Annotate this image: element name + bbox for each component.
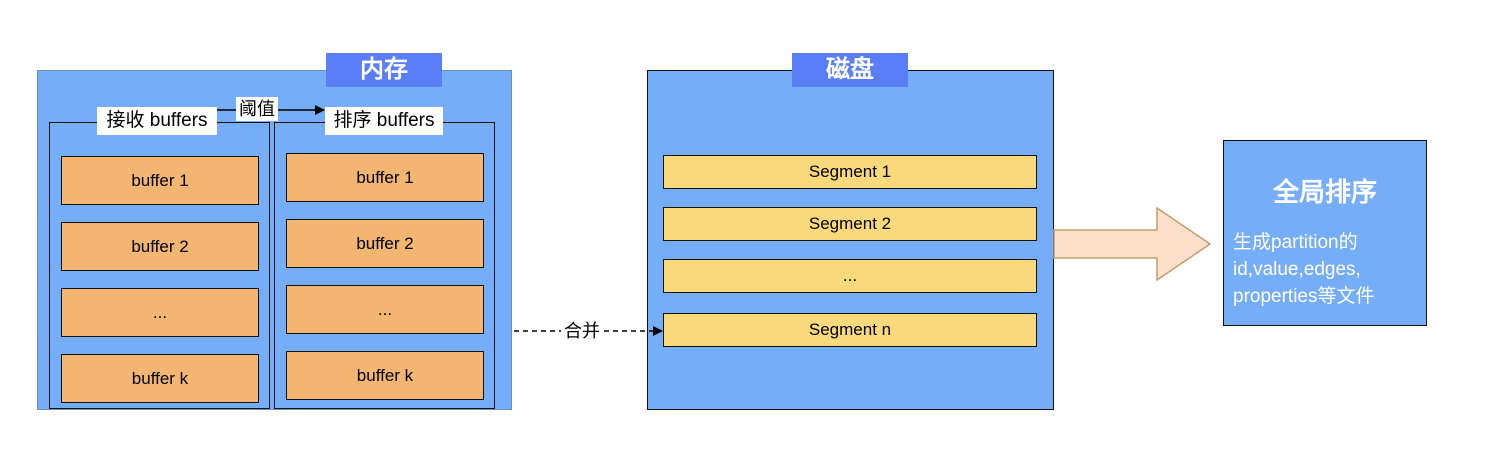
segment-2: Segment 2	[663, 207, 1037, 241]
receive-buffer-ellipsis: ...	[61, 288, 259, 337]
global-sort-container	[1223, 140, 1427, 326]
segment-n: Segment n	[663, 313, 1037, 347]
description-line-1: 生成partition的	[1233, 232, 1358, 253]
description-line-2: id,value,edges,	[1233, 259, 1361, 280]
sort-buffer-2: buffer 2	[286, 219, 484, 268]
sort-buffer-k: buffer k	[286, 351, 484, 400]
memory-title: 内存	[326, 53, 442, 87]
threshold-label: 阈值	[236, 97, 278, 121]
sort-buffer-1: buffer 1	[286, 153, 484, 202]
merge-label: 合并	[561, 319, 603, 343]
disk-title: 磁盘	[792, 53, 908, 87]
sort-buffer-ellipsis: ...	[286, 285, 484, 334]
receive-buffer-k: buffer k	[61, 354, 259, 403]
global-sort-title: 全局排序	[1272, 177, 1377, 207]
global-sort-description: 生成partition的 id,value,edges, properties等…	[1233, 229, 1427, 310]
receive-buffers-label: 接收 buffers	[97, 107, 217, 135]
receive-buffer-1: buffer 1	[61, 156, 259, 205]
description-line-3: properties等文件	[1233, 286, 1375, 307]
receive-buffer-2: buffer 2	[61, 222, 259, 271]
segment-1: Segment 1	[663, 155, 1037, 189]
sort-buffers-label: 排序 buffers	[325, 107, 443, 135]
to-global-sort-arrow	[1053, 206, 1212, 282]
segment-ellipsis: ...	[663, 259, 1037, 293]
